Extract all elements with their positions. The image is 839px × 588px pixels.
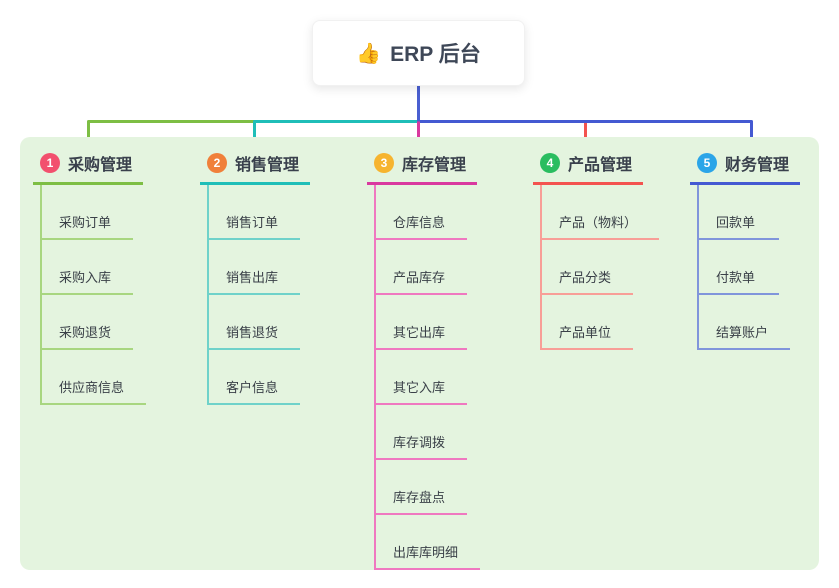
branch-title-finance[interactable]: 5 财务管理 [690, 151, 800, 185]
branch-label: 库存管理 [402, 157, 467, 174]
branch-label: 产品管理 [568, 157, 633, 174]
tree-node[interactable]: 采购订单 [42, 185, 134, 240]
tree-node[interactable]: 销售出库 [209, 240, 301, 295]
tree-node[interactable]: 其它入库 [376, 350, 468, 405]
tree-node[interactable]: 库存调拨 [376, 405, 468, 460]
tree-node-label: 供应商信息 [59, 380, 125, 395]
branches-panel: 1 采购管理 采购订单 采购入库 采购退货 供应商信息 2 销售管理 销售订单 … [20, 137, 819, 570]
tree-node-label: 销售订单 [226, 215, 279, 230]
branch-finance: 5 财务管理 回款单 付款单 结算账户 [690, 151, 800, 350]
tree-node[interactable]: 库存盘点 [376, 460, 468, 515]
tree-node[interactable]: 客户信息 [209, 350, 301, 405]
tree-node[interactable]: 其它出库 [376, 295, 468, 350]
tree-node[interactable]: 采购退货 [42, 295, 134, 350]
tree-node-label: 库存盘点 [393, 490, 446, 505]
branch-label: 销售管理 [235, 157, 300, 174]
thumbs-up-icon: 👍 [356, 42, 382, 65]
tree-node-label: 客户信息 [226, 380, 279, 395]
tree-node[interactable]: 产品库存 [376, 240, 468, 295]
tree-node[interactable]: 仓库信息 [376, 185, 468, 240]
branch-title-inventory[interactable]: 3 库存管理 [367, 151, 477, 185]
tree-node[interactable]: 产品单位 [542, 295, 634, 350]
tree-node[interactable]: 结算账户 [699, 295, 791, 350]
badge-2-icon: 2 [207, 153, 227, 173]
branch-title-purchase[interactable]: 1 采购管理 [33, 151, 143, 185]
branch-children: 仓库信息 产品库存 其它出库 其它入库 库存调拨 库存盘点 出库库明细 [374, 185, 481, 570]
tree-node-label: 采购订单 [59, 215, 112, 230]
tree-node-label: 回款单 [716, 215, 756, 230]
tree-node-label: 库存调拨 [393, 435, 446, 450]
tree-node[interactable]: 销售退货 [209, 295, 301, 350]
branch-sales: 2 销售管理 销售订单 销售出库 销售退货 客户信息 [200, 151, 310, 405]
tree-node-label: 销售退货 [226, 325, 279, 340]
root-node-erp[interactable]: 👍 ERP 后台 [312, 20, 525, 86]
tree-node-label: 产品（物料） [559, 215, 638, 230]
tree-node-label: 销售出库 [226, 270, 279, 285]
tree-node[interactable]: 产品（物料） [542, 185, 660, 240]
branch-children: 产品（物料） 产品分类 产品单位 [540, 185, 660, 350]
branch-children: 回款单 付款单 结算账户 [697, 185, 800, 350]
tree-node[interactable]: 采购入库 [42, 240, 134, 295]
tree-node[interactable]: 供应商信息 [42, 350, 147, 405]
branch-inventory: 3 库存管理 仓库信息 产品库存 其它出库 其它入库 库存调拨 库存盘点 出库库… [367, 151, 481, 570]
badge-3-icon: 3 [374, 153, 394, 173]
tree-node-label: 产品分类 [559, 270, 612, 285]
badge-4-icon: 4 [540, 153, 560, 173]
branch-label: 采购管理 [68, 157, 133, 174]
root-node-label: ERP 后台 [390, 43, 481, 66]
tree-node-label: 采购退货 [59, 325, 112, 340]
tree-node-label: 结算账户 [716, 325, 769, 340]
tree-node-label: 其它出库 [393, 325, 446, 340]
tree-node[interactable]: 产品分类 [542, 240, 634, 295]
badge-5-icon: 5 [697, 153, 717, 173]
tree-node[interactable]: 出库库明细 [376, 515, 481, 570]
tree-node[interactable]: 回款单 [699, 185, 779, 240]
branch-label: 财务管理 [725, 157, 790, 174]
tree-node[interactable]: 销售订单 [209, 185, 301, 240]
branch-children: 采购订单 采购入库 采购退货 供应商信息 [40, 185, 147, 405]
branch-product: 4 产品管理 产品（物料） 产品分类 产品单位 [533, 151, 660, 350]
tree-node-label: 产品单位 [559, 325, 612, 340]
tree-node-label: 出库库明细 [393, 545, 459, 560]
branch-purchase: 1 采购管理 采购订单 采购入库 采购退货 供应商信息 [33, 151, 147, 405]
branch-title-product[interactable]: 4 产品管理 [533, 151, 643, 185]
tree-node-label: 付款单 [716, 270, 756, 285]
tree-node-label: 其它入库 [393, 380, 446, 395]
branch-children: 销售订单 销售出库 销售退货 客户信息 [207, 185, 310, 405]
branch-title-sales[interactable]: 2 销售管理 [200, 151, 310, 185]
tree-node[interactable]: 付款单 [699, 240, 779, 295]
tree-node-label: 采购入库 [59, 270, 112, 285]
tree-node-label: 仓库信息 [393, 215, 446, 230]
badge-1-icon: 1 [40, 153, 60, 173]
tree-node-label: 产品库存 [393, 270, 446, 285]
